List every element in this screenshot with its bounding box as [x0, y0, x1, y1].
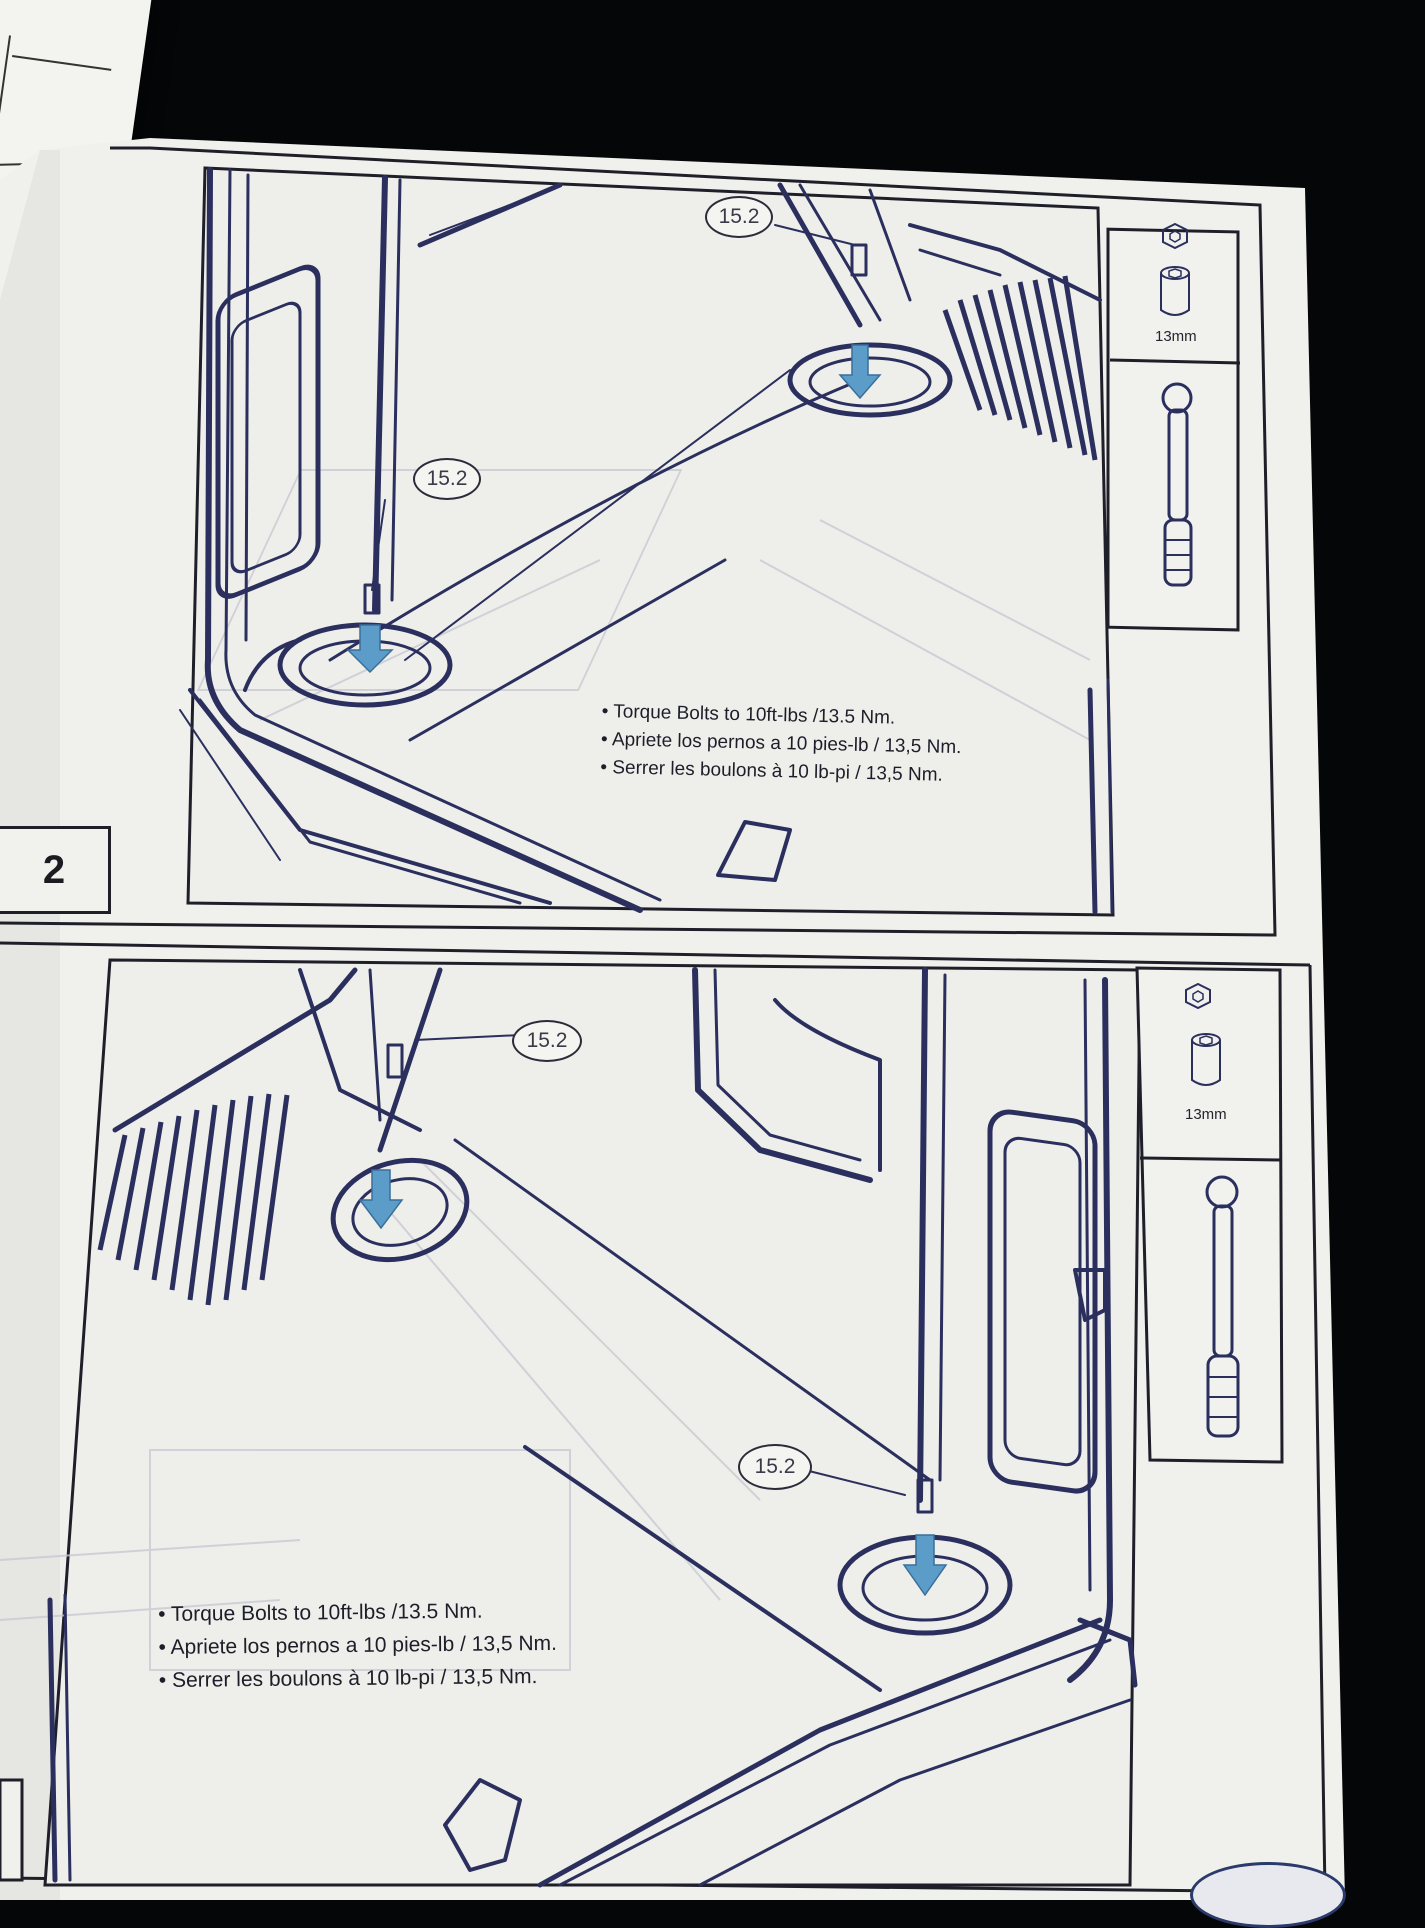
- step-number: 2: [42, 847, 66, 892]
- socket-icon: [1191, 1033, 1221, 1086]
- callout-part-number: 15.2: [512, 1020, 582, 1062]
- instruction-french: Serrer les boulons à 10 lb-pi / 13,5 Nm.: [159, 1660, 558, 1697]
- torque-wrench-icon: [1205, 1175, 1240, 1438]
- brand-logo: [1190, 1862, 1346, 1928]
- callout-part-number: 15.2: [413, 458, 481, 500]
- callout-part-number: 15.2: [738, 1444, 812, 1490]
- instruction-spanish: Apriete los pernos a 10 pies-lb / 13,5 N…: [158, 1627, 557, 1664]
- callout-part-number: 15.2: [705, 196, 773, 238]
- hex-socket-icon: [1162, 222, 1188, 250]
- torque-instructions: Torque Bolts to 10ft-lbs /13.5 Nm. Aprie…: [600, 698, 962, 790]
- torque-instructions: Torque Bolts to 10ft-lbs /13.5 Nm. Aprie…: [158, 1594, 557, 1697]
- socket-size-label: 13mm: [1155, 328, 1197, 345]
- instruction-english: Torque Bolts to 10ft-lbs /13.5 Nm.: [158, 1594, 557, 1631]
- socket-size-label: 13mm: [1185, 1106, 1227, 1123]
- hex-socket-icon: [1185, 982, 1211, 1010]
- socket-icon: [1160, 266, 1190, 316]
- torque-wrench-icon: [1161, 382, 1193, 587]
- step-number-box: 2: [0, 826, 111, 914]
